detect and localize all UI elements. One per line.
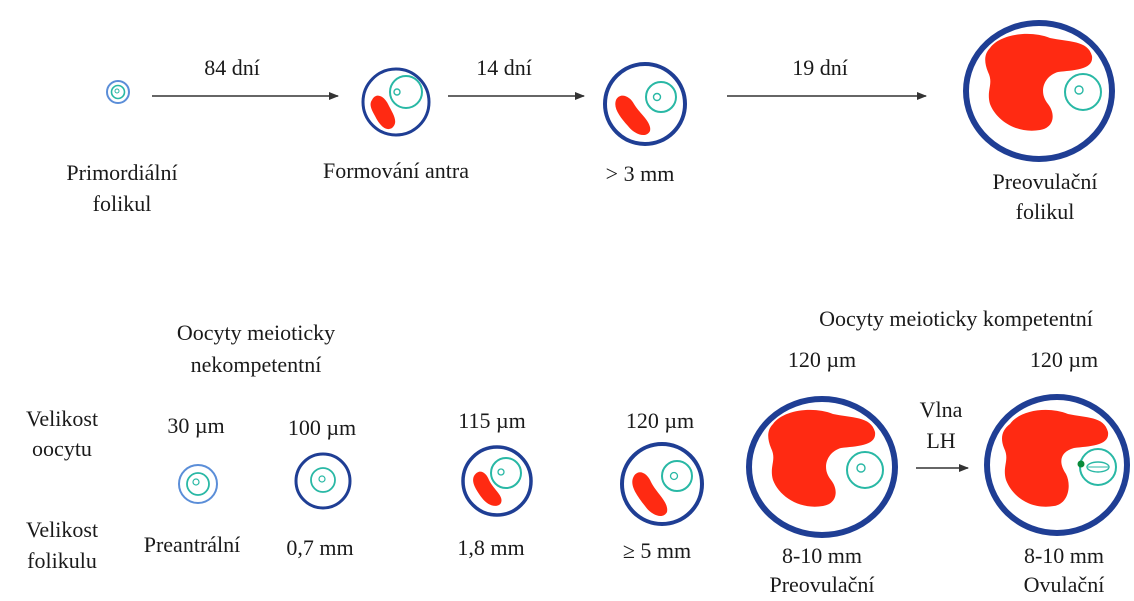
row-label-oocyte-line2: oocytu: [32, 436, 92, 461]
follicle-0-7mm-icon: [294, 452, 352, 510]
label-competent: Oocyty meioticky kompetentní: [819, 306, 1093, 331]
label-preovulatory-line2: folikul: [1015, 199, 1075, 224]
preovulatory-follicle-bottom-icon: [746, 396, 898, 538]
row-label-follicle-line1: Velikost: [25, 517, 99, 542]
label-antrum-formation: Formování antra: [322, 158, 470, 183]
stage-name-preovulatory: Preovulační: [769, 572, 875, 597]
oocyte-size: 115 µm: [458, 408, 526, 433]
follicle-size: 0,7 mm: [286, 535, 354, 560]
ovulatory-follicle-icon: [984, 394, 1130, 536]
arrow-label-19-days: 19 dní: [792, 55, 848, 80]
label-gt-3mm: > 3 mm: [605, 161, 675, 186]
primordial-follicle-icon: [106, 80, 130, 104]
arrow-label-14-days: 14 dní: [476, 55, 532, 80]
follicle-size: 1,8 mm: [457, 535, 525, 560]
follicle-size: 8-10 mm: [1023, 543, 1105, 568]
oocyte-size: 30 µm: [167, 413, 225, 438]
follicle-size: ≥ 5 mm: [622, 538, 692, 563]
oocyte-size: 100 µm: [287, 415, 357, 440]
stage-name-ovulatory: Ovulační: [1023, 572, 1105, 597]
oocyte-size: 120 µm: [787, 347, 857, 372]
follicle-5mm-icon: [620, 442, 704, 526]
follicle-size: 8-10 mm: [781, 543, 863, 568]
oocyte-size: 120 µm: [625, 408, 695, 433]
preovulatory-follicle-top-icon: [963, 20, 1115, 162]
follicle-size: Preantrální: [143, 532, 241, 557]
label-incompetent-line1: Oocyty meioticky: [176, 320, 336, 345]
preantral-follicle-icon: [178, 464, 218, 504]
oocyte-size: 120 µm: [1029, 347, 1099, 372]
lh-wave-label-line2: LH: [926, 428, 956, 453]
row-label-follicle-line2: folikulu: [27, 548, 97, 573]
label-incompetent-line2: nekompetentní: [190, 352, 322, 377]
label-primordial-line2: folikul: [92, 191, 152, 216]
antrum-formation-follicle-icon: [361, 67, 431, 137]
row-label-oocyte-line1: Velikost: [25, 406, 99, 431]
lh-wave-label-line1: Vlna: [919, 397, 963, 422]
follicle-3mm-icon: [603, 62, 687, 146]
label-primordial-line1: Primordiální: [66, 160, 178, 185]
label-preovulatory-line1: Preovulační: [992, 169, 1098, 194]
arrow-label-84-days: 84 dní: [204, 55, 260, 80]
follicle-1-8mm-icon: [461, 445, 533, 517]
